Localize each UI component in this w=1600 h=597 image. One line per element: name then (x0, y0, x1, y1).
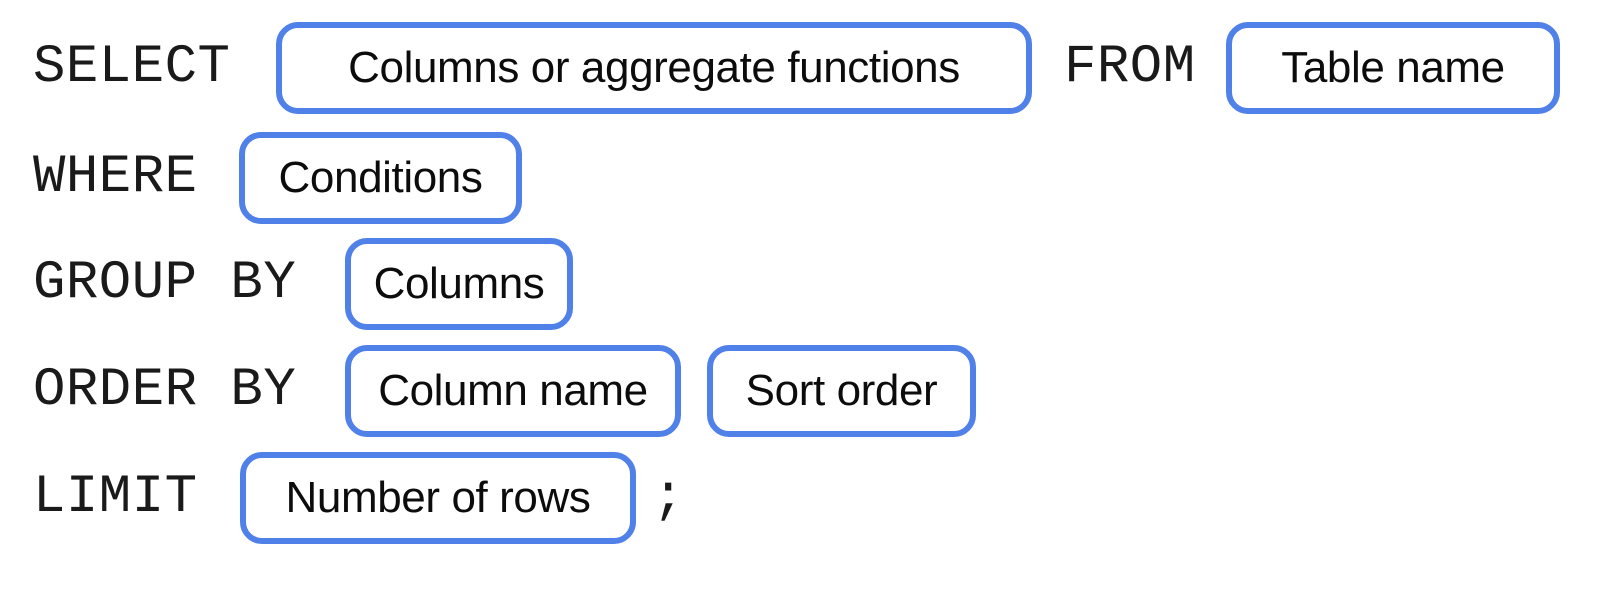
keyword-select: SELECT (33, 37, 231, 98)
slot-number-of-rows[interactable]: Number of rows (240, 452, 636, 544)
slot-label-number-of-rows: Number of rows (285, 473, 591, 522)
slot-conditions[interactable]: Conditions (239, 132, 522, 224)
slot-columns-or-aggregate-functions[interactable]: Columns or aggregate functions (276, 22, 1032, 114)
slot-label-columns-or-aggregate-functions: Columns or aggregate functions (348, 43, 960, 92)
slot-label-conditions: Conditions (278, 153, 483, 202)
keyword-order-by: ORDER BY (33, 360, 297, 421)
slot-table-name[interactable]: Table name (1226, 22, 1560, 114)
slot-label-order-by-column-name: Column name (378, 366, 648, 415)
slot-label-sort-order: Sort order (745, 366, 938, 415)
statement-terminator-semicolon: ; (652, 467, 685, 528)
slot-label-table-name: Table name (1281, 43, 1505, 92)
slot-sort-order[interactable]: Sort order (707, 345, 976, 437)
keyword-group-by: GROUP BY (33, 253, 297, 314)
slot-group-by-columns[interactable]: Columns (345, 238, 573, 330)
keyword-from: FROM (1064, 37, 1196, 98)
keyword-limit: LIMIT (33, 467, 198, 528)
slot-order-by-column-name[interactable]: Column name (345, 345, 681, 437)
slot-label-group-by-columns: Columns (373, 259, 545, 308)
keyword-where: WHERE (33, 147, 198, 208)
